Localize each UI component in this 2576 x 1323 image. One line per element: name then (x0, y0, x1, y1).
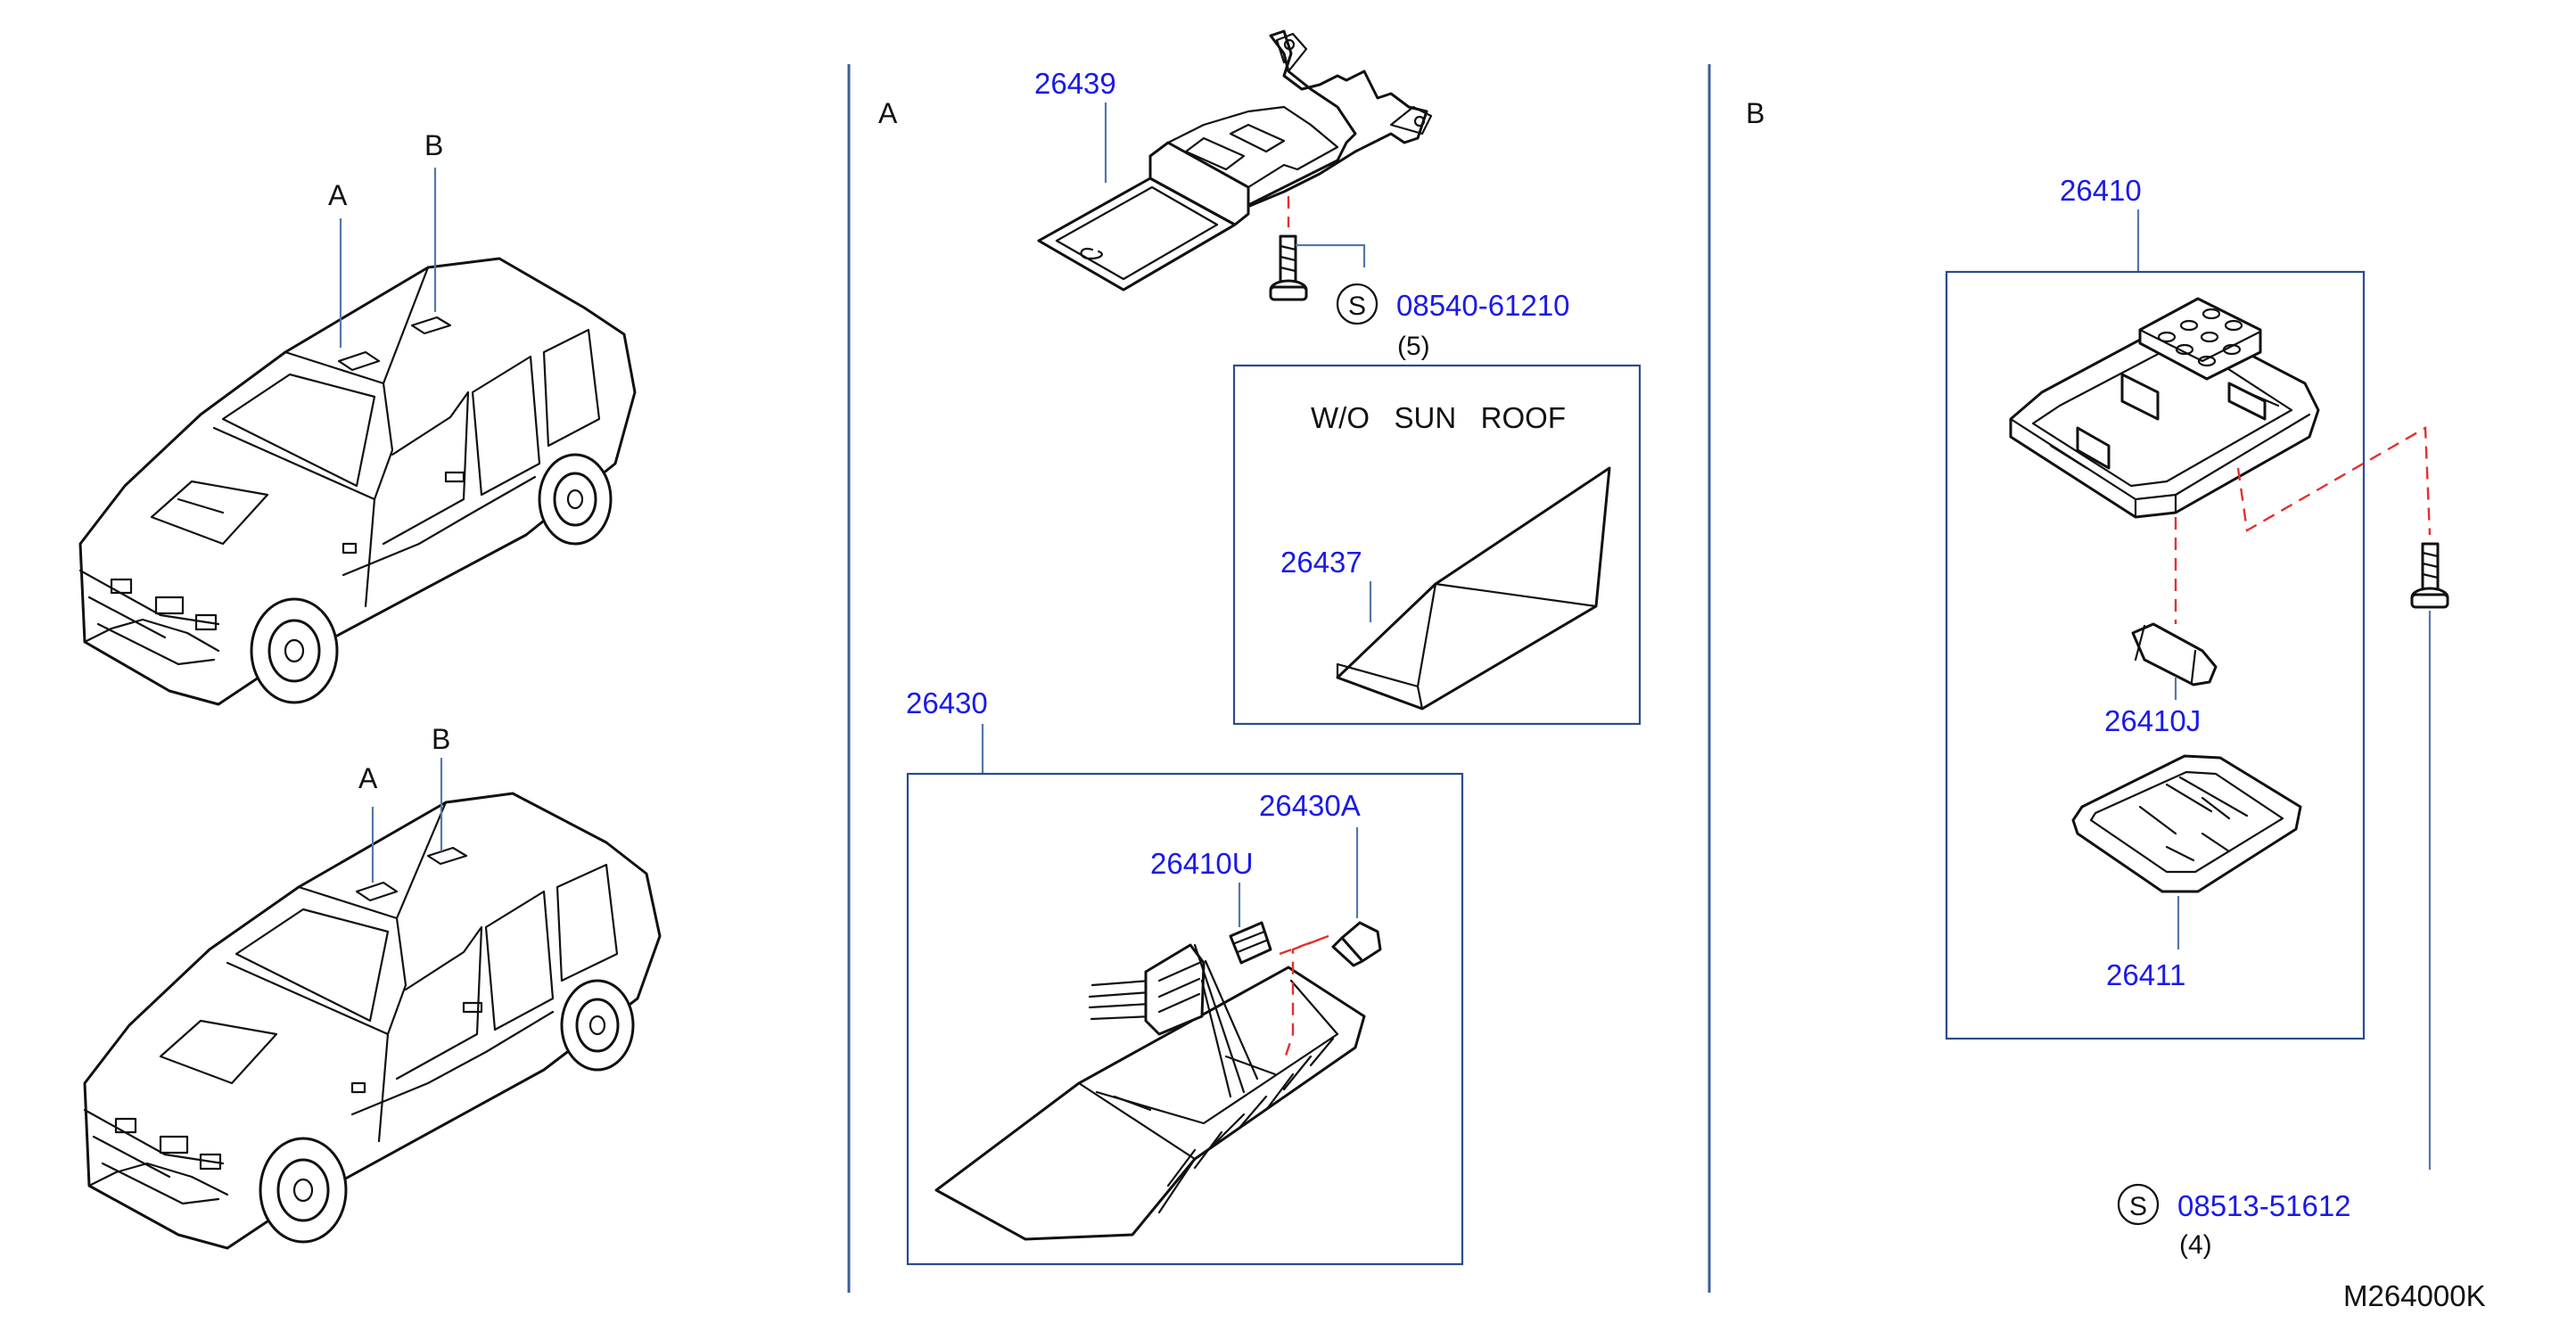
drawing-code: M264000K (2343, 1279, 2486, 1312)
label-b-bottom-car: B (432, 723, 450, 755)
section-a-label: A (878, 97, 898, 129)
screw-08540-61210-drawing (1269, 234, 1308, 301)
label-b-top-car: B (424, 129, 443, 161)
lamp-location-b (410, 316, 452, 335)
screw-symbol-b: S (2129, 1192, 2147, 1221)
vehicle-bottom-illustration (83, 792, 662, 1250)
screw-symbol-b-circle (2117, 1183, 2160, 1226)
qty-4: (4) (2179, 1230, 2212, 1260)
lamp-location-a (355, 881, 399, 902)
cover-26437-drawing (1336, 466, 1611, 711)
part-26410: 26410 (2060, 174, 2142, 207)
bulb-26430A-drawing (1331, 921, 1382, 967)
vehicle-top-illustration (78, 257, 637, 706)
part-26411: 26411 (2106, 958, 2185, 991)
lamp-assembly-box-a (906, 772, 1464, 1266)
screw-symbol-a-circle (1336, 283, 1379, 325)
screw-symbol-a: S (1348, 292, 1366, 321)
lens-26411-drawing (2071, 754, 2302, 893)
part-26430A: 26430A (1259, 789, 1361, 822)
part-26439: 26439 (1034, 67, 1116, 100)
lamp-housing-26410-drawing (2009, 297, 2320, 519)
label-a-top-car: A (328, 179, 348, 211)
lamp-26430-drawing (934, 966, 1366, 1241)
label-a-bottom-car: A (358, 762, 378, 794)
section-b-label: B (1746, 97, 1765, 129)
qty-5: (5) (1397, 332, 1430, 361)
part-08540-61210: 08540-61210 (1396, 289, 1570, 322)
bulb-26410J-drawing (2131, 622, 2218, 686)
socket-26410U-drawing (1088, 921, 1272, 1098)
part-26410U: 26410U (1150, 847, 1254, 880)
bracket-26439-drawing (1037, 29, 1433, 292)
screw-08513-51612-drawing (2410, 542, 2449, 609)
lamp-location-b (426, 846, 468, 866)
part-26430: 26430 (906, 686, 988, 719)
part-26410J: 26410J (2104, 704, 2201, 737)
part-26437: 26437 (1280, 546, 1362, 579)
part-08513-51612: 08513-51612 (2177, 1189, 2351, 1222)
variant-note: W/O SUN ROOF (1311, 401, 1566, 434)
lamp-location-a (337, 350, 381, 372)
lamp-assembly-box-b (1945, 270, 2366, 1040)
variant-box (1232, 364, 1642, 726)
